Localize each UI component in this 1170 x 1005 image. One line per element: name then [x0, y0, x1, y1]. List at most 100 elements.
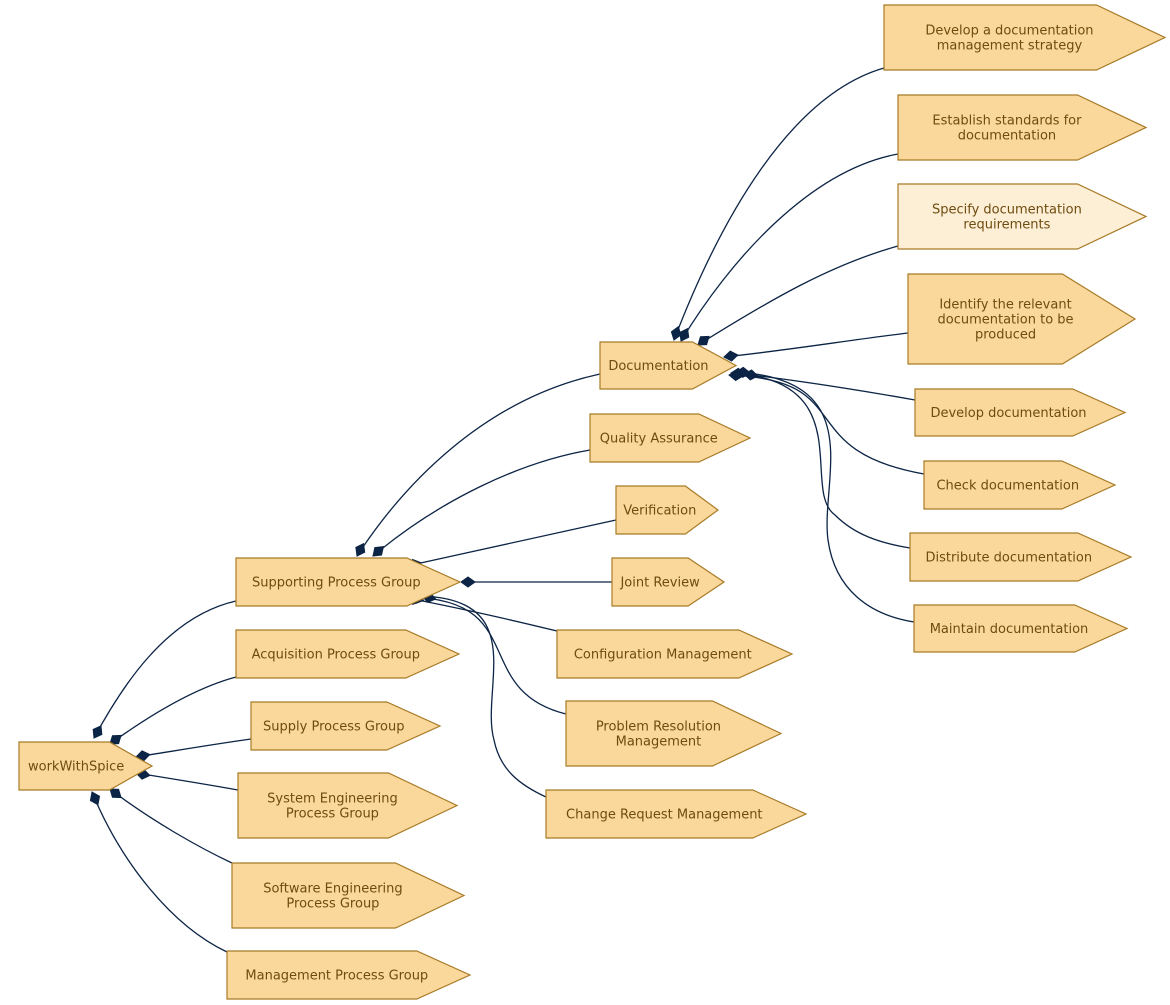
edge-line — [406, 597, 558, 632]
edge-line — [409, 596, 567, 715]
node-label: Verification — [623, 504, 696, 519]
node-shape — [897, 183, 1148, 250]
node-label: documentation to be — [938, 313, 1074, 328]
edge-line — [743, 373, 916, 401]
node-label: Documentation — [608, 359, 708, 374]
edge-supporting-to-changereq — [421, 591, 547, 798]
node-devdoc[interactable]: Develop documentation — [914, 388, 1127, 437]
node-management[interactable]: Management Process Group — [226, 950, 472, 1000]
node-qa[interactable]: Quality Assurance — [589, 413, 752, 463]
node-label: Management Process Group — [245, 969, 428, 984]
composition-diamond-icon — [372, 546, 385, 557]
node-shape — [883, 4, 1167, 71]
node-shape — [615, 485, 720, 535]
edge-line — [421, 595, 547, 798]
node-shape — [545, 789, 808, 839]
node-label: Problem Resolution — [596, 720, 721, 735]
node-shape — [556, 629, 794, 679]
edge-line — [730, 372, 911, 549]
node-shape — [913, 604, 1129, 653]
node-shape — [599, 341, 738, 390]
node-label: Software Engineering — [263, 882, 402, 897]
edge-line — [406, 519, 617, 567]
edge-workWithSpice-to-management — [89, 791, 228, 953]
composition-diamond-icon — [460, 576, 476, 588]
node-label: Maintain documentation — [930, 622, 1089, 637]
edge-line — [93, 600, 237, 739]
node-workWithSpice[interactable]: workWithSpice — [18, 741, 154, 791]
node-jointreview[interactable]: Joint Review — [611, 557, 726, 607]
node-verification[interactable]: Verification — [615, 485, 720, 535]
node-shape — [565, 700, 783, 767]
edge-line — [91, 791, 228, 953]
node-label: workWithSpice — [28, 760, 124, 775]
node-shape — [923, 460, 1117, 510]
node-acquisition[interactable]: Acquisition Process Group — [235, 629, 461, 679]
node-label: Check documentation — [936, 479, 1079, 494]
nodes-layer: workWithSpice Supporting Process GroupAcq… — [18, 4, 1167, 1000]
node-shape — [235, 557, 462, 607]
composition-diamond-icon — [109, 788, 122, 799]
node-maintdoc[interactable]: Maintain documentation — [913, 604, 1129, 653]
node-label: Management — [616, 735, 702, 750]
edge-supporting-to-qa — [372, 449, 591, 557]
node-shape — [909, 532, 1133, 582]
edge-documentation-to-specify — [697, 245, 899, 346]
edge-line — [735, 371, 915, 623]
node-shape — [18, 741, 154, 791]
node-label: Develop documentation — [930, 406, 1086, 421]
edge-supporting-to-jointreview — [460, 576, 612, 588]
node-label: Acquisition Process Group — [252, 648, 420, 663]
edge-line — [673, 67, 885, 341]
node-changereq[interactable]: Change Request Management — [545, 789, 808, 839]
node-label: Process Group — [286, 807, 379, 822]
node-supporting[interactable]: Supporting Process Group — [235, 557, 462, 607]
node-shape — [235, 629, 461, 679]
node-supply[interactable]: Supply Process Group — [250, 701, 442, 751]
node-checkdoc[interactable]: Check documentation — [923, 460, 1117, 510]
node-documentation[interactable]: Documentation — [599, 341, 738, 390]
node-label: System Engineering — [267, 792, 398, 807]
node-label: Identify the relevant — [939, 298, 1071, 313]
edge-documentation-to-standards — [679, 153, 899, 342]
composition-diamond-icon — [723, 350, 739, 362]
edge-line — [680, 153, 899, 342]
edges-layer — [89, 67, 925, 953]
node-shape — [897, 94, 1148, 161]
node-label: Process Group — [286, 897, 379, 912]
node-configmgmt[interactable]: Configuration Management — [556, 629, 794, 679]
edge-line — [372, 449, 591, 557]
node-shape — [226, 950, 472, 1000]
composition-diamond-icon — [679, 327, 690, 342]
node-label: Establish standards for — [932, 114, 1082, 129]
node-shape — [611, 557, 726, 607]
composition-diamond-icon — [92, 725, 103, 739]
edge-line — [697, 245, 899, 346]
edge-line — [109, 788, 233, 864]
node-label: Supply Process Group — [263, 720, 404, 735]
node-shape — [907, 273, 1137, 365]
node-label: Distribute documentation — [925, 551, 1092, 566]
node-label: Quality Assurance — [600, 432, 718, 447]
node-distdoc[interactable]: Distribute documentation — [909, 532, 1133, 582]
node-label: documentation — [958, 129, 1056, 144]
node-label: produced — [975, 328, 1036, 343]
node-shape — [237, 772, 459, 839]
edge-workWithSpice-to-sweng — [109, 788, 233, 864]
node-label: Develop a documentation — [925, 24, 1093, 39]
edge-line — [135, 772, 239, 791]
edge-supporting-to-documentation — [355, 373, 601, 557]
node-label: Supporting Process Group — [252, 576, 421, 591]
composition-diamond-icon — [697, 335, 710, 346]
edge-supporting-to-verification — [406, 519, 617, 570]
edge-line — [356, 373, 601, 557]
edge-documentation-to-maintdoc — [735, 366, 915, 623]
edge-workWithSpice-to-supply — [135, 738, 252, 762]
